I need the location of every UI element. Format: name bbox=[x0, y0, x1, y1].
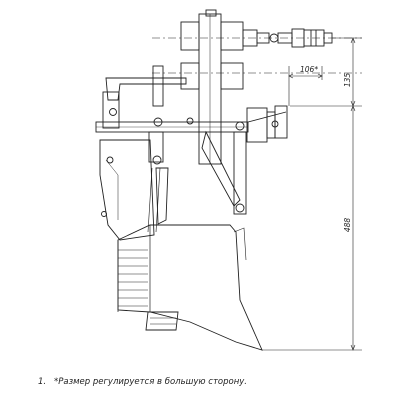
bolts bbox=[101, 108, 279, 217]
middle-rod-left bbox=[148, 131, 164, 163]
diagonal-brace bbox=[201, 130, 241, 207]
post-cap bbox=[205, 9, 217, 17]
upper-left-rod bbox=[152, 65, 164, 107]
left-frame bbox=[99, 139, 155, 241]
equipment-outline bbox=[95, 9, 362, 351]
footnote-number: 1. bbox=[38, 377, 47, 387]
dimension-offset: 106* bbox=[300, 65, 318, 74]
lower-cylinder-left bbox=[180, 62, 200, 90]
cutting-edge bbox=[145, 311, 179, 331]
footnote: 1. *Размер регулируется в большую сторону… bbox=[38, 377, 247, 387]
gearbox bbox=[246, 105, 288, 143]
left-hanger bbox=[102, 91, 120, 129]
dimension-lines bbox=[262, 37, 362, 351]
cardan-shaft bbox=[242, 28, 333, 48]
dimension-height-upper: 135 bbox=[343, 73, 352, 88]
lower-cylinder-right bbox=[220, 62, 244, 90]
right-strut bbox=[233, 131, 247, 215]
upper-cylinder-right bbox=[220, 21, 244, 51]
upper-left-bracket bbox=[105, 77, 187, 101]
upper-cylinder-left bbox=[180, 21, 200, 51]
center-arm bbox=[155, 167, 169, 225]
dimension-height-total: 488 bbox=[343, 218, 352, 233]
footnote-text: *Размер регулируется в большую сторону. bbox=[54, 377, 247, 387]
blade-teeth bbox=[118, 249, 148, 307]
blade-body bbox=[117, 224, 263, 351]
